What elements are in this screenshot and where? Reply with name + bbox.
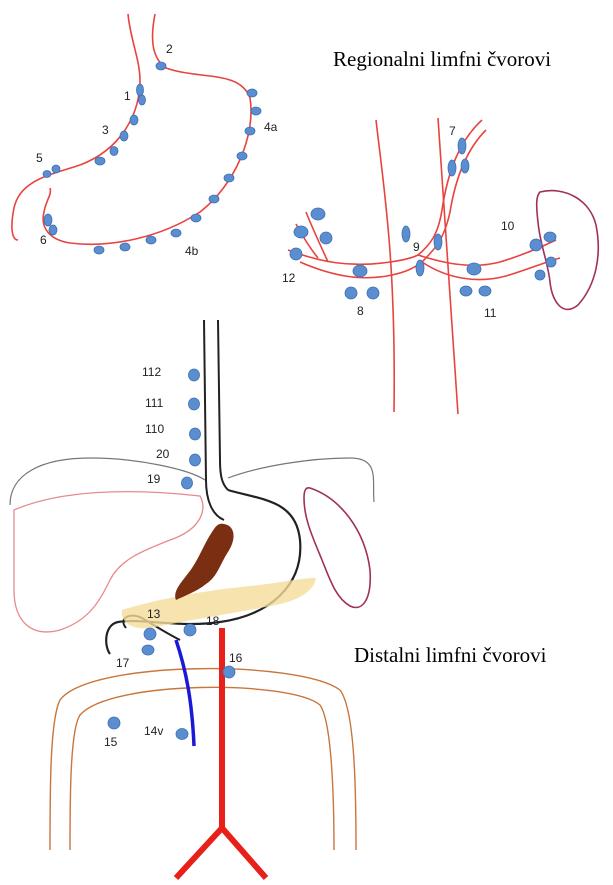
label-7: 7 <box>449 124 456 138</box>
node-4b-1 <box>224 174 234 182</box>
node-11b <box>460 286 472 296</box>
stomach-outline-outer <box>12 14 140 240</box>
node-7c <box>461 159 469 173</box>
label-6: 6 <box>40 233 47 247</box>
node-4b-5 <box>146 236 156 244</box>
label-14v: 14v <box>144 724 163 738</box>
label-111: 111 <box>145 396 164 410</box>
node-111 <box>189 398 200 410</box>
node-1a <box>137 84 144 96</box>
aorta-regional-left <box>376 120 394 412</box>
label-4b: 4b <box>185 244 199 258</box>
node-4b-6 <box>120 243 130 251</box>
label-18: 18 <box>206 614 220 628</box>
node-12a <box>311 208 325 220</box>
node-11c <box>479 286 491 296</box>
node-8b <box>345 287 357 299</box>
label-15: 15 <box>104 735 118 749</box>
left-gastric-artery-2 <box>422 130 486 262</box>
node-8c <box>367 287 379 299</box>
label-112: 112 <box>142 365 161 379</box>
node-8a <box>353 265 367 277</box>
label-9: 9 <box>413 240 420 254</box>
node-4a-1 <box>247 89 257 97</box>
label-13: 13 <box>147 607 161 621</box>
node-4a-3 <box>245 127 255 135</box>
node-13b <box>142 645 154 655</box>
node-2 <box>156 62 166 70</box>
esophagus-left <box>204 320 224 520</box>
node-15 <box>108 717 120 729</box>
tumor <box>175 524 233 600</box>
node-14v <box>176 729 188 740</box>
node-5b <box>43 171 51 178</box>
label-12: 12 <box>282 271 296 285</box>
node-4b-3 <box>191 214 201 222</box>
node-11a <box>467 263 481 275</box>
node-1b <box>139 95 146 105</box>
esophagus-right <box>218 320 228 490</box>
label-1: 1 <box>124 89 131 103</box>
node-12b <box>294 226 308 238</box>
node-3b <box>120 131 128 141</box>
spleen-distal <box>304 488 370 608</box>
node-110 <box>190 428 201 440</box>
node-9b <box>434 234 442 250</box>
label-17: 17 <box>116 656 130 670</box>
aorta-distal <box>176 628 266 878</box>
stomach-outline-greater <box>43 14 251 244</box>
node-7b <box>448 160 456 176</box>
node-5a <box>52 165 60 173</box>
node-9a <box>402 226 410 242</box>
node-12d <box>290 248 302 260</box>
label-5: 5 <box>36 151 43 165</box>
node-10c <box>546 257 556 267</box>
label-8: 8 <box>357 304 364 318</box>
title-regional: Regionalni limfni čvorovi <box>333 47 551 71</box>
title-distal: Distalni limfni čvorovi <box>354 643 547 667</box>
node-4b-4 <box>171 229 181 237</box>
node-10b <box>544 232 556 242</box>
label-4a: 4a <box>264 120 278 134</box>
node-6b <box>49 225 57 235</box>
hepatic-artery-1 <box>288 250 418 264</box>
node-4a-2 <box>251 107 261 115</box>
node-20 <box>190 454 201 466</box>
node-13a <box>144 628 156 640</box>
node-6a <box>44 214 52 226</box>
label-11: 11 <box>484 306 497 320</box>
node-9c <box>416 260 424 276</box>
node-7a <box>458 138 466 154</box>
stomach-regional <box>12 14 251 244</box>
node-3c <box>110 147 118 156</box>
node-10a <box>530 239 542 251</box>
label-20: 20 <box>156 447 170 461</box>
node-18 <box>184 624 196 636</box>
node-4b-2 <box>209 195 219 203</box>
node-4a-4 <box>237 152 247 160</box>
node-4b-7 <box>94 246 104 254</box>
label-16: 16 <box>229 651 243 665</box>
label-2: 2 <box>166 42 173 56</box>
spleen-regional <box>537 191 599 310</box>
node-12c <box>320 232 332 244</box>
left-gastric-artery-1 <box>418 120 482 255</box>
node-10d <box>535 270 545 280</box>
node-16 <box>223 666 235 678</box>
label-10: 10 <box>501 219 515 233</box>
label-3: 3 <box>102 123 109 137</box>
label-110: 110 <box>145 422 164 436</box>
node-112 <box>189 369 200 381</box>
lymph-nodes <box>43 62 556 740</box>
kidney-inner <box>70 687 334 850</box>
kidney-outer <box>50 669 356 850</box>
label-19: 19 <box>147 472 161 486</box>
node-19 <box>182 477 193 489</box>
node-3a <box>130 115 138 125</box>
node-3d <box>95 157 105 165</box>
